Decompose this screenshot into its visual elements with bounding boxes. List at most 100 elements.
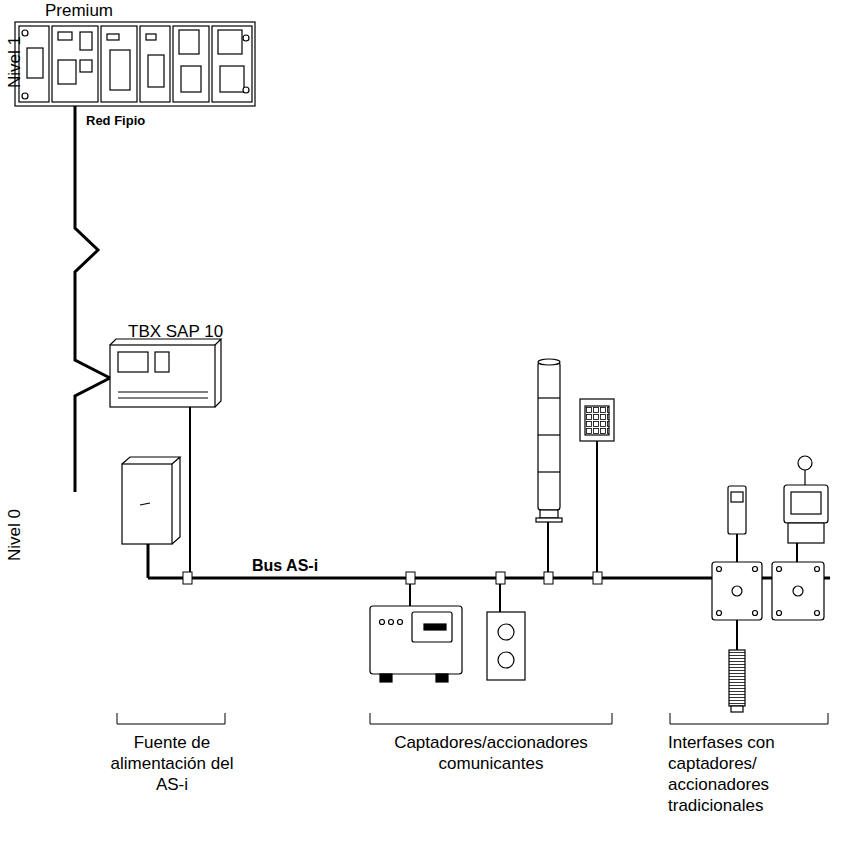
keypad-part: [580, 399, 614, 441]
starter-device-part: [436, 674, 448, 682]
bus-label: Bus AS-i: [252, 555, 318, 576]
stack-light-part: [538, 434, 560, 435]
starter-device-part: [370, 606, 462, 674]
interface-modules-part: [753, 567, 758, 572]
traditional-sensor: [728, 486, 746, 534]
group-label: Fuente de alimentación del AS-i: [107, 732, 237, 795]
solenoid-valve-part: [804, 470, 805, 485]
interface-modules-part: [772, 562, 824, 620]
tbx-module-part: [155, 352, 169, 372]
premium-rack-part: [146, 34, 156, 40]
supply-drop: [147, 544, 150, 578]
interface-modules-part: [793, 586, 803, 596]
premium-rack-part: [148, 55, 164, 87]
tbx-module-part: [110, 345, 215, 407]
fipio-cable: [75, 378, 110, 492]
interface-modules-part: [777, 567, 782, 572]
premium-rack-part: [58, 32, 72, 40]
tbx-drop: [189, 407, 191, 578]
stack-light-part: [538, 362, 560, 510]
group-brackets-part: [117, 713, 225, 724]
interface-modules-part: [712, 562, 762, 620]
as-i-power-supply-part: [122, 457, 180, 544]
group-brackets-part: [370, 713, 612, 724]
premium-rack-part: [179, 30, 199, 54]
interface-modules: [712, 562, 824, 620]
premium-rack-part: [243, 87, 249, 93]
group-label: Interfases con captadores/ accionadores …: [668, 732, 833, 816]
proximity-sensor-part: [729, 650, 745, 706]
premium-rack-part: [101, 26, 137, 102]
premium-rack-part: [218, 30, 242, 54]
interface-modules-part: [717, 611, 722, 616]
group-brackets-part: [670, 713, 828, 724]
premium-rack-part: [15, 22, 255, 106]
device-drops-part: [736, 534, 738, 562]
keypad-part: [585, 406, 609, 435]
device-drops: [410, 440, 797, 650]
interface-modules-part: [815, 567, 820, 572]
plc-rack: Premium: [15, 22, 255, 106]
proximity-sensor: [729, 650, 745, 712]
group-brackets: [117, 713, 828, 724]
solenoid-valve-part: [798, 456, 812, 470]
premium-rack-part: [212, 26, 252, 102]
interface-modules-part: [732, 586, 742, 596]
premium-rack-part: [181, 66, 201, 92]
solenoid-valve: [784, 456, 828, 543]
tbx-module-part: [118, 352, 148, 372]
premium-rack-part: [140, 26, 170, 102]
pushbutton-box: [487, 612, 525, 680]
keypad: [580, 399, 614, 441]
level-label: Nivel 0: [4, 509, 25, 561]
device-drops-part: [596, 440, 598, 578]
interface-modules-part: [717, 567, 722, 572]
stack-light-part: [538, 471, 560, 472]
traditional-sensor-part: [728, 486, 746, 534]
bus-taps-part: [496, 572, 505, 584]
tbx-module: [110, 339, 221, 407]
proximity-sensor-part: [731, 706, 743, 712]
stack-light-part: [538, 359, 560, 365]
as-i-power-supply-part: [122, 464, 172, 544]
starter-device-part: [412, 612, 452, 642]
interface-modules-part: [815, 611, 820, 616]
tbx-module-part: [118, 397, 208, 398]
premium-rack-part: [107, 34, 119, 40]
device-drops-part: [547, 520, 549, 578]
as-i-power-supply: [122, 457, 180, 544]
premium-rack-part: [173, 26, 209, 102]
bus-taps-part: [593, 572, 602, 584]
stack-light-part: [538, 397, 560, 398]
solenoid-valve-part: [791, 492, 821, 514]
premium-rack-part: [243, 35, 249, 41]
premium-rack-part: [22, 93, 28, 99]
premium-rack-part: [220, 66, 244, 92]
interface-modules-part: [777, 611, 782, 616]
starter-device-part: [380, 620, 385, 625]
bus-taps-part: [183, 572, 192, 584]
starter-device-part: [424, 624, 446, 630]
premium-rack: [15, 22, 255, 106]
starter-device-part: [389, 620, 394, 625]
premium-rack-part: [52, 26, 98, 102]
fipio-network-cable: [75, 106, 110, 378]
level-label: Nivel 1: [4, 36, 25, 88]
solenoid-valve-part: [784, 485, 828, 523]
pushbutton-box-part: [498, 624, 514, 640]
premium-rack-part: [80, 60, 92, 72]
node-heading: TBX SAP 10: [128, 322, 223, 342]
stack-light-part: [540, 510, 558, 518]
as-i-power-supply-part: [140, 503, 150, 505]
bus-master-module: TBX SAP 10: [110, 345, 215, 407]
premium-rack-part: [58, 60, 76, 84]
bus-taps: [183, 572, 602, 584]
network-label: Red Fipio: [86, 113, 145, 128]
group-label: Captadores/accionadores comunicantes: [368, 732, 614, 774]
stack-light: [536, 359, 562, 522]
tbx-module-part: [110, 339, 221, 407]
device-drops-part: [736, 620, 738, 650]
traditional-sensor-part: [731, 492, 743, 502]
device-drops-part: [796, 543, 798, 562]
